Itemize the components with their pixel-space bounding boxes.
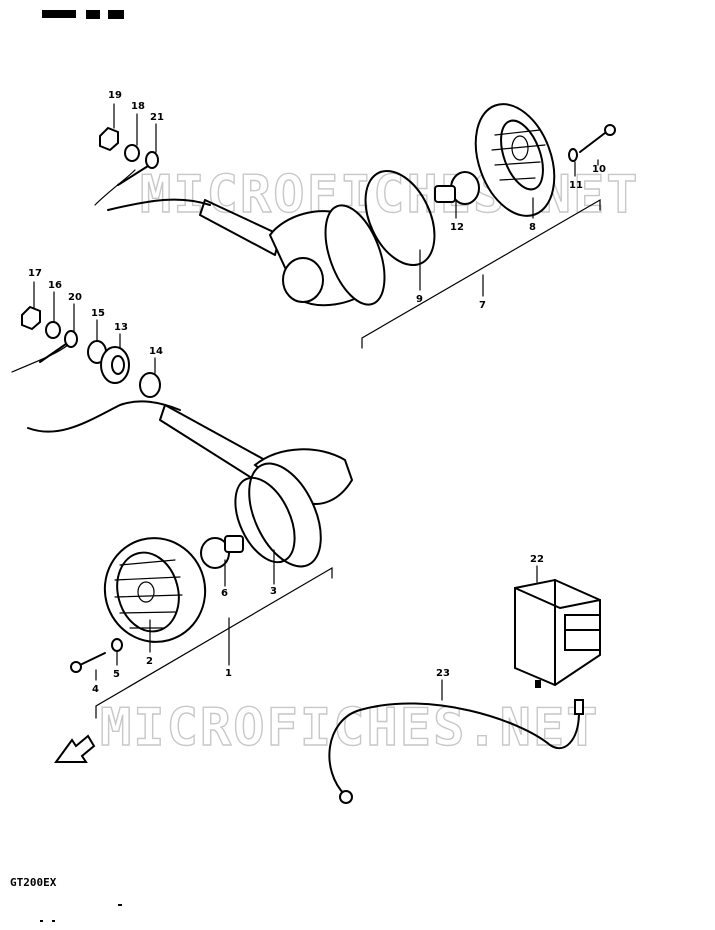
label-18: 18	[131, 101, 145, 112]
spacer-13	[100, 346, 130, 384]
label-3: 3	[270, 586, 277, 597]
label-11: 11	[569, 180, 583, 191]
nut-19	[99, 126, 119, 152]
label-16: 16	[48, 280, 62, 291]
corner-marks	[42, 10, 124, 19]
direction-arrow-icon	[54, 734, 96, 763]
rim-3	[248, 462, 322, 568]
label-23: 23	[436, 668, 450, 679]
gasket-9	[364, 169, 436, 267]
label-17: 17	[28, 268, 42, 279]
nut-17	[21, 305, 41, 331]
label-6: 6	[221, 588, 228, 599]
label-19: 19	[108, 90, 122, 101]
label-15: 15	[91, 308, 105, 319]
label-8: 8	[529, 222, 536, 233]
lens-2	[103, 537, 207, 643]
label-14: 14	[149, 346, 163, 357]
lower-turn-signal-assembly	[11, 305, 354, 719]
screw-4	[70, 652, 106, 673]
bulb-12	[434, 171, 480, 205]
label-9: 9	[416, 294, 423, 305]
screw-10	[579, 124, 616, 153]
wire-harness-23	[328, 699, 584, 804]
label-13: 13	[114, 322, 128, 333]
scan-marks	[40, 904, 122, 922]
label-5: 5	[113, 669, 120, 680]
bulb-6	[200, 535, 244, 569]
upper-turn-signal-assembly	[94, 103, 616, 349]
washer-18	[124, 144, 140, 162]
leader-lines	[33, 103, 599, 701]
lens-8	[474, 103, 556, 217]
label-4: 4	[92, 684, 99, 695]
watermark-top: MICROFICHES.NET	[140, 165, 640, 225]
label-1: 1	[225, 668, 232, 679]
washer-5	[111, 638, 123, 652]
label-2: 2	[146, 656, 153, 667]
terminal-21	[117, 151, 159, 186]
watermark-bottom: MICROFICHES.NET	[100, 698, 600, 758]
label-10: 10	[592, 164, 606, 175]
relay-22	[514, 578, 601, 688]
washer-16	[45, 321, 61, 339]
model-code: GT200EX	[10, 876, 57, 889]
part-labels: 19 18 21 17 16 20 15 13 14 11 10 8 12 9 …	[28, 90, 606, 695]
label-22: 22	[530, 554, 544, 565]
label-20: 20	[68, 292, 82, 303]
label-7: 7	[479, 300, 486, 311]
nut-14	[139, 372, 161, 398]
washer-11	[568, 148, 578, 162]
label-12: 12	[450, 222, 464, 233]
label-21: 21	[150, 112, 164, 123]
terminal-20	[39, 330, 78, 363]
